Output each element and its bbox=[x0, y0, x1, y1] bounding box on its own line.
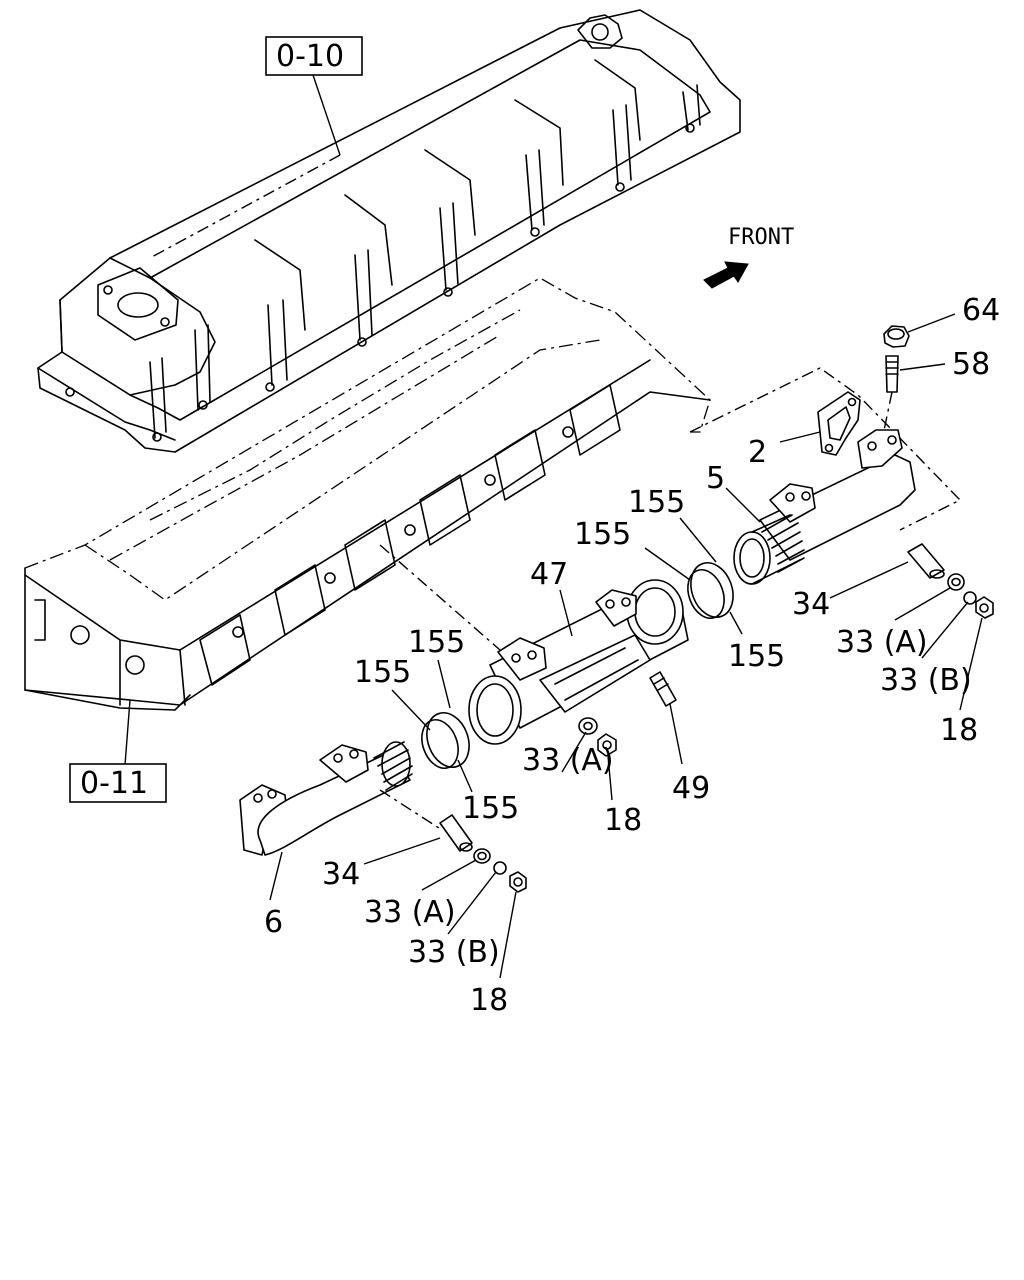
washer-33b-upper bbox=[963, 591, 977, 605]
seal-rings-upper bbox=[687, 562, 734, 620]
ref-box-lower-label: 0-11 bbox=[80, 766, 148, 801]
center-line-head bbox=[379, 544, 501, 651]
callout-155-d: 155 bbox=[408, 625, 465, 660]
callout-64: 64 bbox=[962, 293, 1000, 328]
sleeve-34-lower bbox=[439, 814, 473, 852]
pipe-6 bbox=[239, 741, 413, 856]
ref-leader-upper bbox=[312, 74, 341, 156]
callout-18-lower: 18 bbox=[470, 983, 508, 1018]
callout-2: 2 bbox=[748, 435, 767, 470]
center-line-lower bbox=[379, 789, 443, 831]
ref-box-upper-label: 0-10 bbox=[276, 39, 344, 74]
cylinder-head bbox=[24, 277, 711, 711]
center-line-rear bbox=[689, 367, 962, 531]
nut-18-lower bbox=[509, 871, 527, 893]
washer-33a-middle bbox=[578, 717, 598, 735]
callout-5: 5 bbox=[706, 461, 725, 496]
ref-box-lower bbox=[69, 763, 167, 803]
callout-33a-upper: 33 (A) bbox=[836, 625, 928, 660]
nut-64 bbox=[883, 325, 910, 348]
callout-155-f: 155 bbox=[462, 791, 519, 826]
nut-18-upper bbox=[975, 596, 994, 619]
callout-47: 47 bbox=[530, 557, 568, 592]
pipe-5 bbox=[733, 429, 916, 585]
callout-6: 6 bbox=[264, 905, 283, 940]
callout-155-a: 155 bbox=[628, 485, 685, 520]
callout-18-upper: 18 bbox=[940, 713, 978, 748]
front-label: FRONT bbox=[728, 225, 794, 250]
callout-18-middle: 18 bbox=[604, 803, 642, 838]
callout-33b-upper: 33 (B) bbox=[880, 663, 972, 698]
washer-33a-upper bbox=[947, 573, 965, 591]
front-arrow bbox=[703, 261, 749, 289]
callout-34-lower: 34 bbox=[322, 857, 360, 892]
callout-155-b: 155 bbox=[574, 517, 631, 552]
sleeve-34-upper bbox=[907, 543, 945, 579]
leader-lines bbox=[269, 313, 983, 979]
nut-18-middle bbox=[597, 733, 617, 757]
callout-34-upper: 34 bbox=[792, 587, 830, 622]
stud-axis bbox=[881, 391, 893, 441]
ref-leader-lower bbox=[124, 699, 131, 766]
ref-box-upper bbox=[265, 36, 363, 76]
gasket-2 bbox=[817, 391, 861, 456]
stud-58 bbox=[885, 355, 899, 393]
callout-49: 49 bbox=[672, 771, 710, 806]
callout-155-e: 155 bbox=[354, 655, 411, 690]
callout-58: 58 bbox=[952, 347, 990, 382]
seal-rings-lower bbox=[421, 712, 470, 770]
washer-33a-lower bbox=[473, 848, 491, 864]
callout-155-c: 155 bbox=[728, 639, 785, 674]
callout-33a-lower: 33 (A) bbox=[364, 895, 456, 930]
callout-33b-lower: 33 (B) bbox=[408, 935, 500, 970]
valve-cover bbox=[37, 9, 741, 453]
pipe-47 bbox=[468, 579, 689, 745]
stud-49 bbox=[649, 671, 677, 707]
ref-line-upper bbox=[149, 154, 341, 259]
washer-33b-lower bbox=[493, 861, 507, 875]
callout-33a-middle: 33 (A) bbox=[522, 743, 614, 778]
